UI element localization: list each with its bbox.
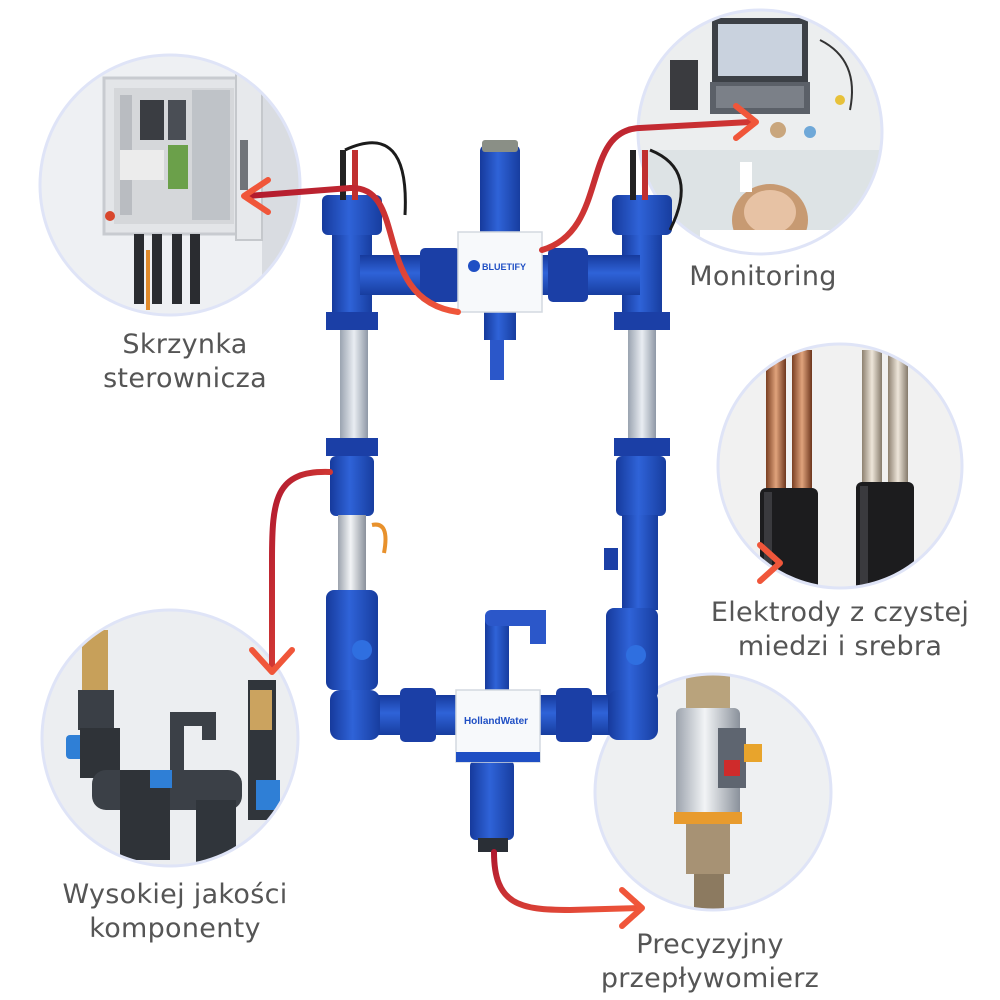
components-photo [40, 608, 300, 868]
flowmeter-label-line2: przepływomierz [600, 963, 820, 994]
electrodes-photo [716, 342, 964, 590]
monitoring-label-line1: Monitoring [689, 261, 837, 292]
top-device-box: BLUETIFY [457, 231, 543, 313]
flowmeter-photo [593, 672, 833, 912]
bottom-device-box: HollandWater [455, 689, 541, 763]
control-box-label: Skrzynka sterownicza [60, 328, 310, 396]
electrodes-label-line1: Elektrody z czystej [710, 597, 970, 628]
control-box-photo [38, 53, 302, 317]
electrodes-label-line2: miedzi i srebra [737, 631, 943, 662]
top-device-badge: BLUETIFY [482, 262, 526, 272]
arrow-to-components [249, 468, 333, 675]
monitoring-label: Monitoring [668, 260, 858, 294]
monitoring-photo [636, 8, 884, 256]
arrow-to-monitoring [539, 103, 759, 253]
control-box-label-line1: Skrzynka [122, 329, 248, 360]
arrow-to-control-box [241, 177, 461, 315]
bottom-device-badge: HollandWater [464, 716, 528, 727]
control-box-label-line2: sterownicza [103, 363, 267, 394]
flowmeter-label-line1: Precyzyjny [636, 929, 784, 960]
arrow-to-flowmeter [491, 849, 645, 929]
components-label: Wysokiej jakości komponenty [40, 878, 310, 946]
electrodes-label: Elektrody z czystej miedzi i srebra [690, 596, 990, 664]
components-label-line1: Wysokiej jakości [62, 879, 288, 910]
flowmeter-label: Precyzyjny przepływomierz [580, 928, 840, 996]
arrow-to-electrodes [629, 542, 783, 584]
components-label-line2: komponenty [89, 913, 261, 944]
